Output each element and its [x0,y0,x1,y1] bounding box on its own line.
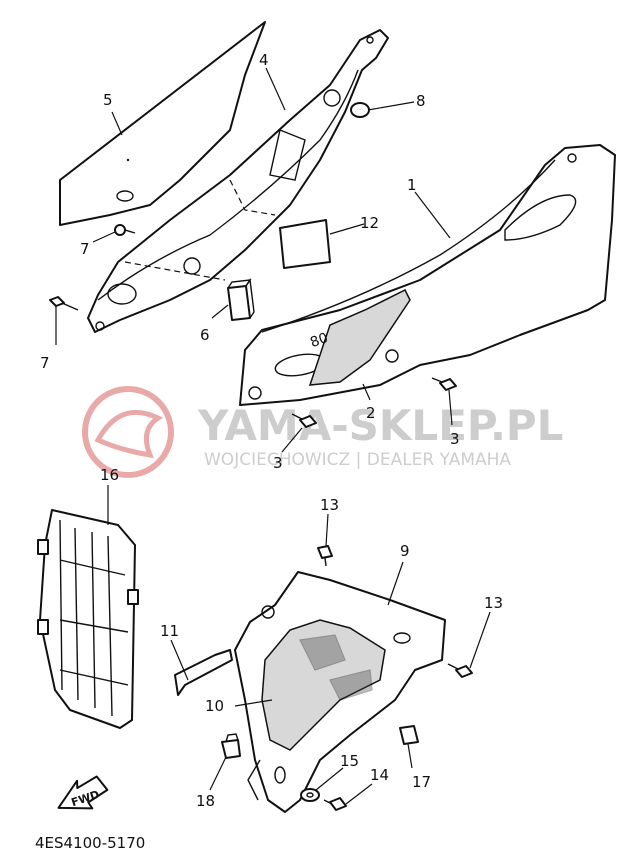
watermark-subtitle: WOJCIECHOWICZ | DEALER YAMAHA [204,450,511,470]
callout-3-lower[interactable]: 3 [273,454,283,472]
callout-6[interactable]: 6 [200,326,210,344]
watermark-logo [82,386,174,478]
callout-5[interactable]: 5 [103,91,113,109]
callout-2[interactable]: 2 [366,404,376,422]
part-12-label[interactable] [279,219,331,269]
callout-12[interactable]: 12 [360,214,379,232]
part-13-bolt-right[interactable] [447,663,473,678]
watermark-title: YAMA-SKLEP.PL [197,401,563,450]
watermark: YAMA-SKLEP.PL WOJCIECHOWICZ | DEALER YAM… [82,386,563,478]
part-17-nut[interactable] [399,725,419,745]
callout-3-right[interactable]: 3 [450,430,460,448]
callout-13-upper[interactable]: 13 [320,496,339,514]
callout-7-lower[interactable]: 7 [40,354,50,372]
callout-1[interactable]: 1 [407,176,417,194]
part-1-graphic-number: 80 [308,330,330,351]
part-6-damper[interactable] [227,278,255,321]
callout-15[interactable]: 15 [340,752,359,770]
part-3-bolt-lower[interactable] [291,413,317,428]
callout-17[interactable]: 17 [412,773,431,791]
leader-lines [55,67,491,805]
callout-14[interactable]: 14 [370,766,389,784]
part-16-radiator-guard[interactable] [37,509,139,729]
callout-16[interactable]: 16 [100,466,119,484]
callout-7-upper[interactable]: 7 [80,240,90,258]
callout-11[interactable]: 11 [160,622,179,640]
part-13-bolt-upper[interactable] [317,545,333,567]
callout-8[interactable]: 8 [416,92,426,110]
part-4-side-cover[interactable] [87,29,389,333]
part-14-bolt[interactable] [323,797,347,811]
part-11-bracket[interactable] [174,649,233,696]
part-10-shroud-graphic[interactable] [261,619,386,751]
callout-9[interactable]: 9 [400,542,410,560]
callout-4[interactable]: 4 [259,51,269,69]
part-7-bolt-lower[interactable] [49,296,79,311]
callout-10[interactable]: 10 [205,697,224,715]
fwd-arrow: FWD [57,775,109,810]
diagram-code: 4ES4100-5170 [35,834,145,852]
callout-13-right[interactable]: 13 [484,594,503,612]
part-3-bolt-right[interactable] [431,377,457,391]
part-1-side-cover[interactable]: 80 [239,144,616,406]
part-15-washer[interactable] [300,788,320,802]
part-5-decal[interactable] [59,21,266,226]
part-8-cap[interactable] [350,102,370,118]
part-7-bolt-upper[interactable] [114,224,136,236]
part-18-clip[interactable] [221,733,241,759]
callout-18[interactable]: 18 [196,792,215,810]
callouts: 1 2 3 3 4 5 6 7 7 8 9 10 11 12 13 13 14 … [40,51,503,810]
